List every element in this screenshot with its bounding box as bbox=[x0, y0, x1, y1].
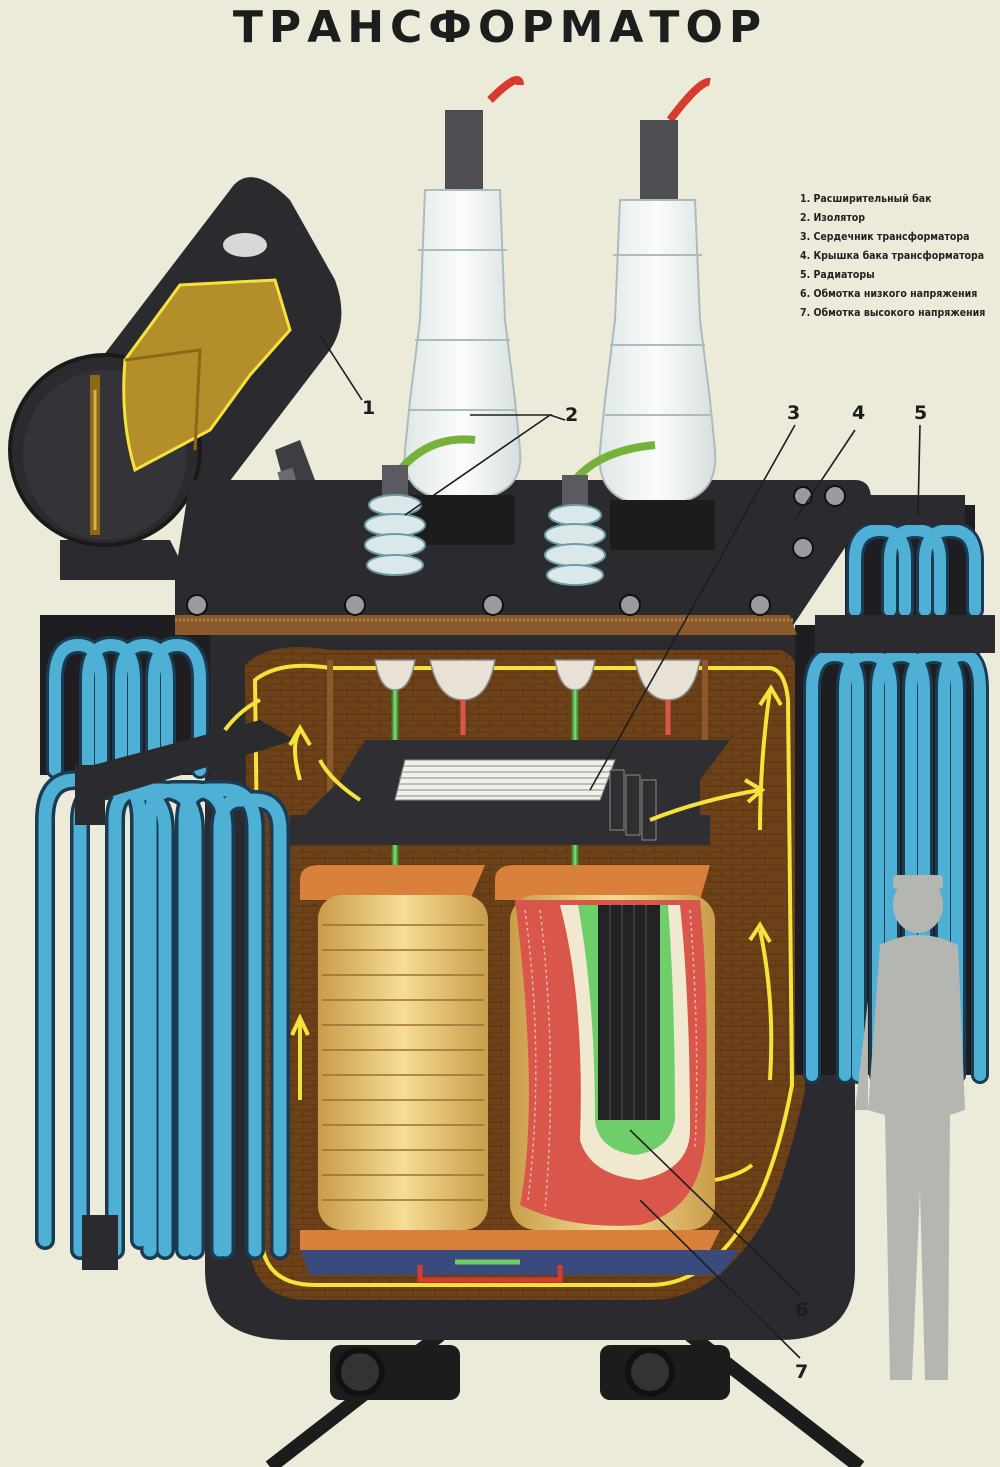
legend-item-hv-winding: 7. Обмотка высокого напряжения bbox=[800, 307, 986, 319]
radiators-left bbox=[35, 615, 295, 1270]
transformer-core bbox=[290, 740, 730, 845]
winding-left bbox=[300, 865, 500, 1250]
tank-cover bbox=[175, 480, 871, 635]
legend: 1. Расширительный бак 2. Изолятор 3. Сер… bbox=[800, 190, 1000, 323]
winding-right-cutaway bbox=[495, 865, 720, 1250]
callout-5: 5 bbox=[914, 402, 928, 424]
callout-3: 3 bbox=[787, 402, 801, 424]
callout-7: 7 bbox=[795, 1361, 809, 1383]
rails-and-wheels bbox=[265, 1329, 865, 1467]
legend-item-insulator: 2. Изолятор bbox=[800, 212, 866, 224]
legend-item-radiators: 5. Радиаторы bbox=[800, 269, 875, 281]
lv-insulators bbox=[364, 435, 656, 586]
callout-4: 4 bbox=[852, 402, 866, 424]
callout-2: 2 bbox=[565, 404, 579, 426]
callout-6: 6 bbox=[795, 1299, 809, 1321]
callout-leader-lines bbox=[319, 334, 921, 1359]
core-base-clamps bbox=[300, 1250, 740, 1283]
legend-item-tank-cover: 4. Крышка бака трансформатора bbox=[800, 250, 985, 262]
oil-flow-arrows bbox=[223, 684, 783, 1182]
person-silhouette-scale bbox=[855, 875, 965, 1380]
legend-item-lv-winding: 6. Обмотка низкого напряжения bbox=[800, 288, 978, 300]
legend-item-core: 3. Сердечник трансформатора bbox=[800, 231, 970, 243]
conservator-oil-cutaway bbox=[122, 278, 292, 473]
poster-title: ТРАНСФОРМАТОР bbox=[232, 2, 768, 53]
hv-bushings bbox=[403, 76, 717, 550]
legend-item-expansion-tank: 1. Расширительный бак bbox=[800, 193, 932, 205]
callout-1: 1 bbox=[362, 397, 376, 419]
